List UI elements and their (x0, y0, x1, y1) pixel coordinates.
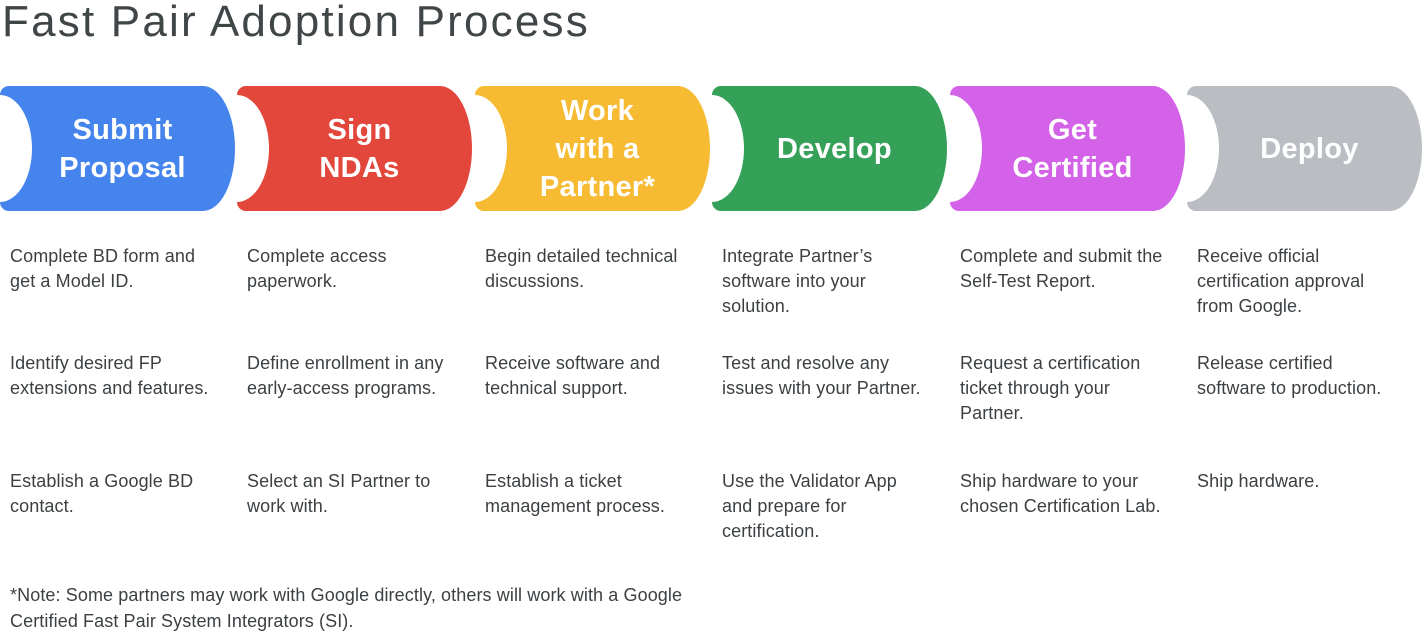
step-label-work-with-a-partner: Work with a Partner* (539, 94, 656, 203)
note-work-with-a-partner-2: Receive software and technical support. (485, 353, 661, 398)
note-get-certified-2: Request a certification ticket through y… (960, 353, 1141, 423)
step-arrow-shape (475, 86, 710, 211)
step-develop: Develop (712, 86, 947, 211)
step-label-sign-ndas: Sign NDAs (319, 113, 400, 184)
note-submit-proposal-1: Complete BD form and get a Model ID. (10, 246, 196, 291)
note-deploy-2: Release certified software to production… (1197, 353, 1382, 398)
step-arrow-shape (0, 86, 235, 211)
step-arrow-shape (950, 86, 1185, 211)
step-arrow-shape (237, 86, 472, 211)
note-develop-2: Test and resolve any issues with your Pa… (722, 353, 921, 398)
process-step-band: Submit Proposal Sign NDAs Work with a Pa… (0, 86, 1423, 211)
note-work-with-a-partner-3: Establish a ticket management process. (485, 471, 665, 516)
step-get-certified: Get Certified (950, 86, 1185, 211)
note-sign-ndas-1: Complete access paperwork. (247, 246, 387, 291)
step-label-submit-proposal: Submit Proposal (59, 113, 186, 184)
note-develop-1: Integrate Partner’s software into your s… (722, 246, 873, 316)
step-label-get-certified: Get Certified (1012, 113, 1133, 184)
step-submit-proposal: Submit Proposal (0, 86, 235, 211)
note-submit-proposal-2: Identify desired FP extensions and featu… (10, 353, 209, 398)
note-work-with-a-partner-1: Begin detailed technical discussions. (485, 246, 678, 291)
note-deploy-1: Receive official certification approval … (1197, 246, 1365, 316)
note-sign-ndas-2: Define enrollment in any early-access pr… (247, 353, 444, 398)
step-arrow-shape (712, 86, 947, 211)
note-submit-proposal-3: Establish a Google BD contact. (10, 471, 194, 516)
note-sign-ndas-3: Select an SI Partner to work with. (247, 471, 431, 516)
step-sign-ndas: Sign NDAs (237, 86, 472, 211)
step-work-with-a-partner: Work with a Partner* (475, 86, 710, 211)
step-deploy: Deploy (1187, 86, 1422, 211)
note-get-certified-1: Complete and submit the Self-Test Report… (960, 246, 1163, 291)
step-label-deploy: Deploy (1260, 132, 1359, 165)
footnote: *Note: Some partners may work with Googl… (10, 585, 683, 631)
note-develop-3: Use the Validator App and prepare for ce… (722, 471, 897, 541)
step-label-develop: Develop (777, 132, 892, 165)
page-title: Fast Pair Adoption Process (2, 0, 590, 46)
note-get-certified-3: Ship hardware to your chosen Certificati… (960, 471, 1161, 516)
note-deploy-3: Ship hardware. (1197, 471, 1320, 491)
step-arrow-shape (1187, 86, 1422, 211)
